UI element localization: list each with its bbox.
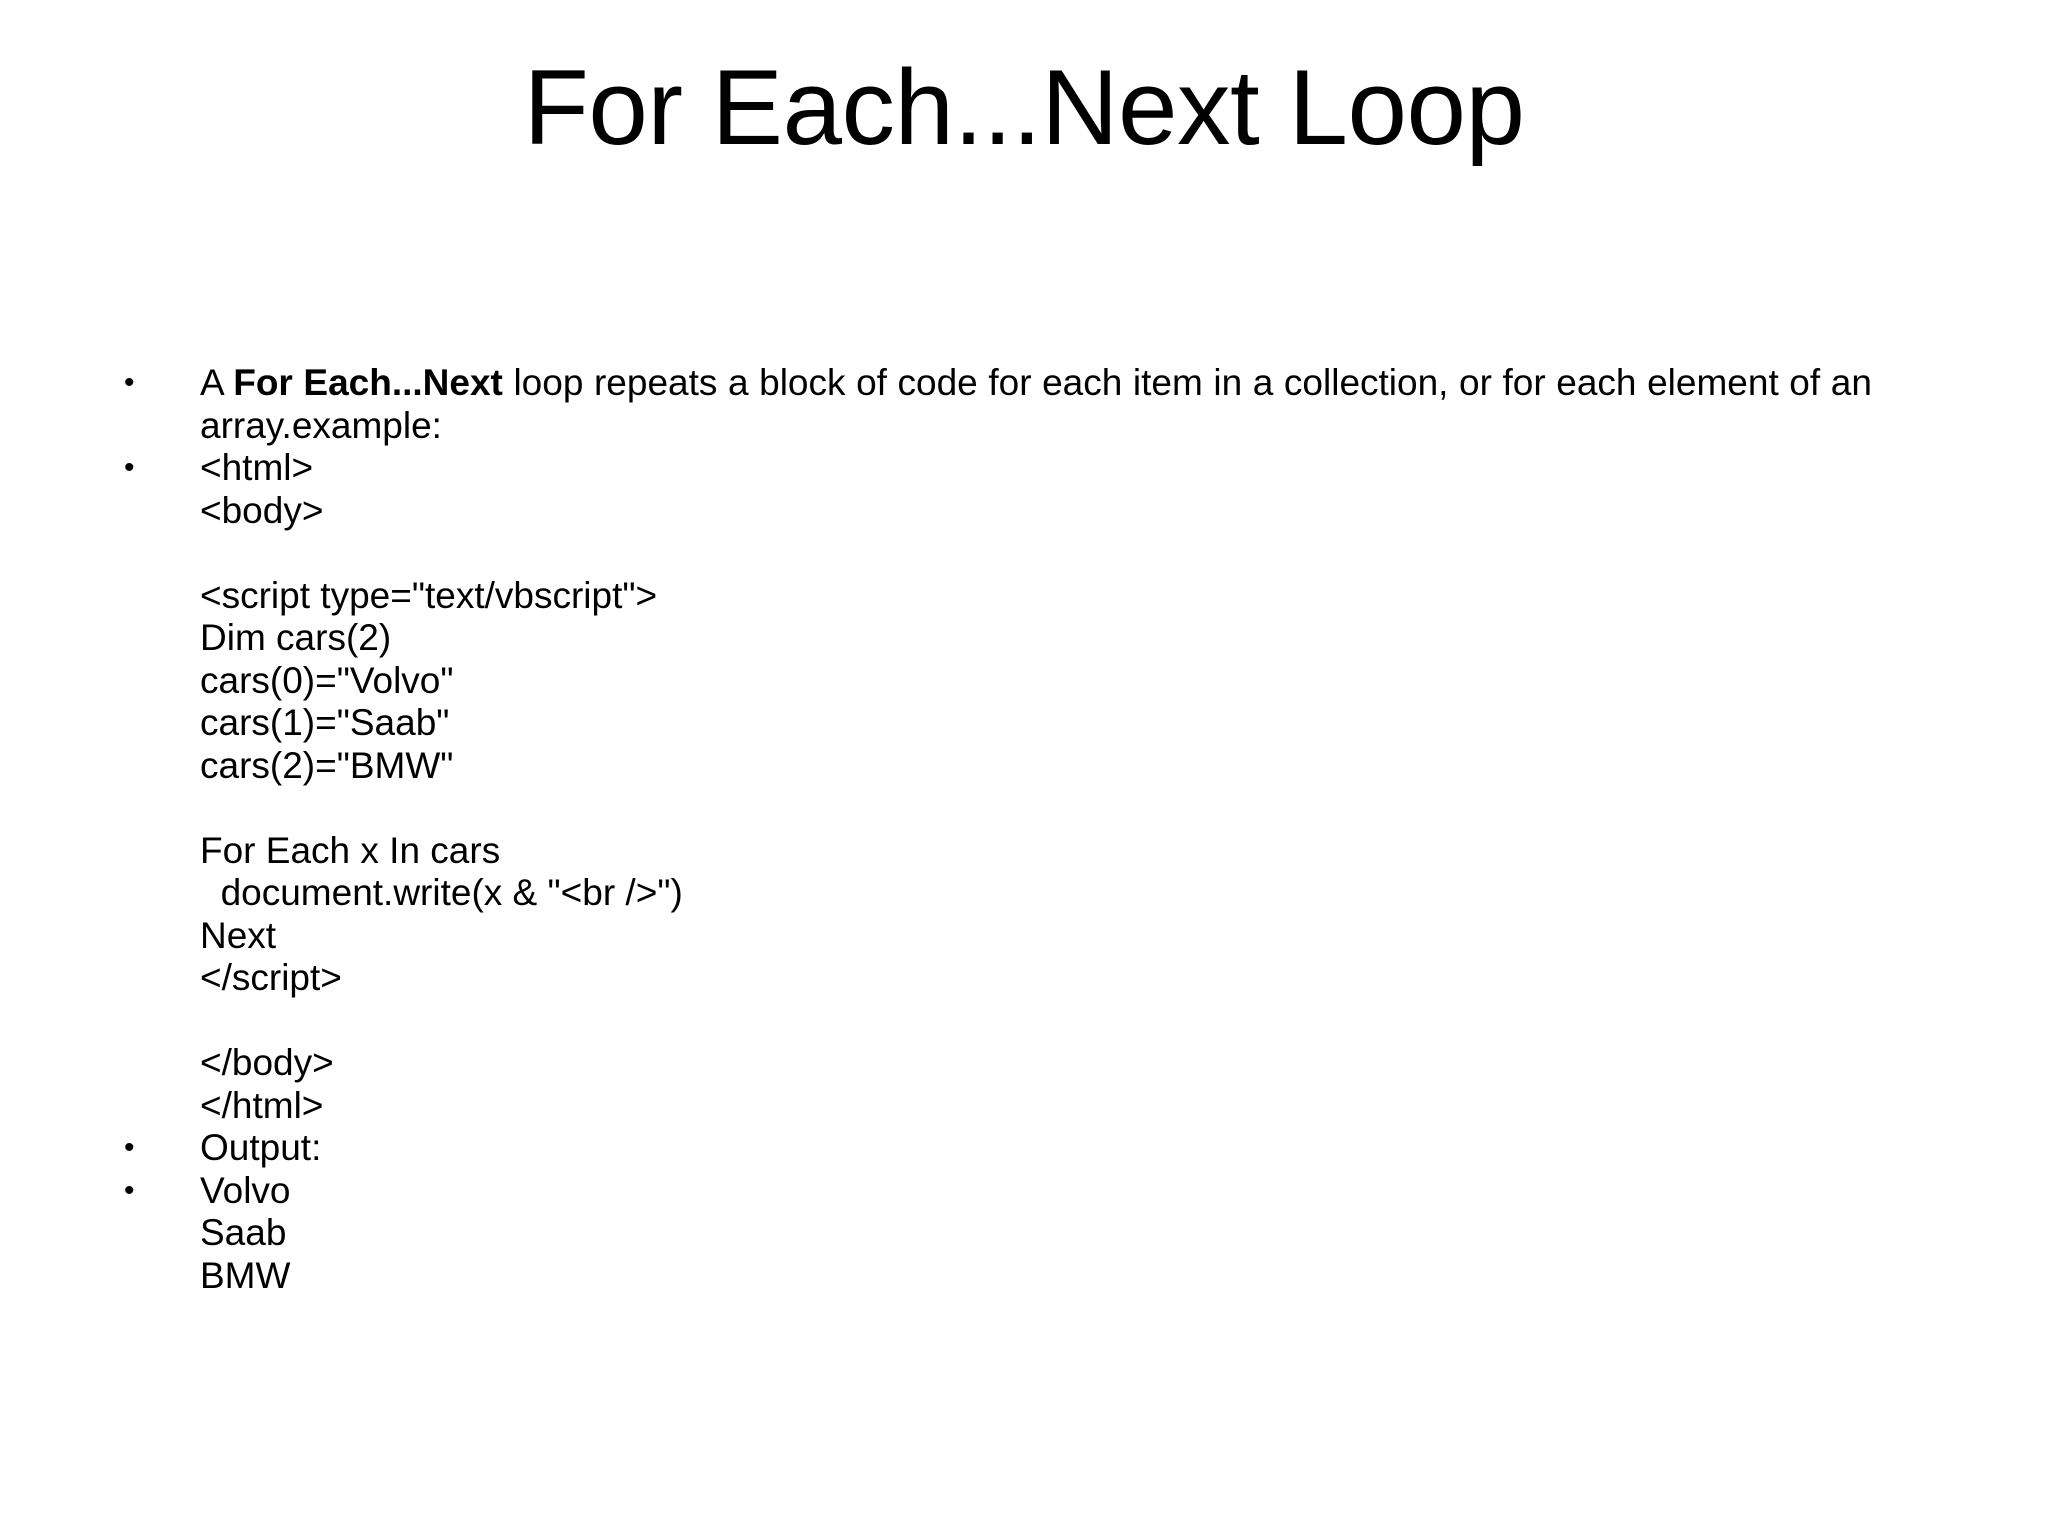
intro-text-after-bold: loop repeats a block of code for each it… (200, 362, 1872, 446)
slide-body-content: • A For Each...Next loop repeats a block… (108, 362, 1928, 1297)
list-item: • Output: (108, 1127, 1928, 1170)
bullet-marker-icon: • (124, 1173, 135, 1207)
list-item: • Volvo Saab BMW (108, 1170, 1928, 1298)
list-item: • A For Each...Next loop repeats a block… (108, 362, 1928, 447)
bullet-content: Output: (200, 1127, 1928, 1170)
intro-paragraph: A For Each...Next loop repeats a block o… (200, 362, 1928, 447)
output-label: Output: (200, 1127, 322, 1168)
code-example-block: <html> <body> <script type="text/vbscrip… (200, 447, 683, 1126)
bullet-marker-icon: • (124, 451, 135, 484)
page-title: For Each...Next Loop (523, 47, 1525, 167)
output-values: Volvo Saab BMW (200, 1169, 291, 1296)
intro-bold-keyword: For Each...Next (233, 362, 503, 403)
bullet-marker-icon: • (124, 1131, 135, 1164)
bullet-marker-icon: • (124, 366, 135, 399)
bullet-content: A For Each...Next loop repeats a block o… (200, 362, 1928, 447)
intro-text-before-bold: A (200, 362, 234, 403)
bullet-content: Volvo Saab BMW (200, 1170, 1928, 1298)
bullet-content: <html> <body> <script type="text/vbscrip… (200, 447, 1928, 1127)
list-item: • <html> <body> <script type="text/vbscr… (108, 447, 1928, 1127)
